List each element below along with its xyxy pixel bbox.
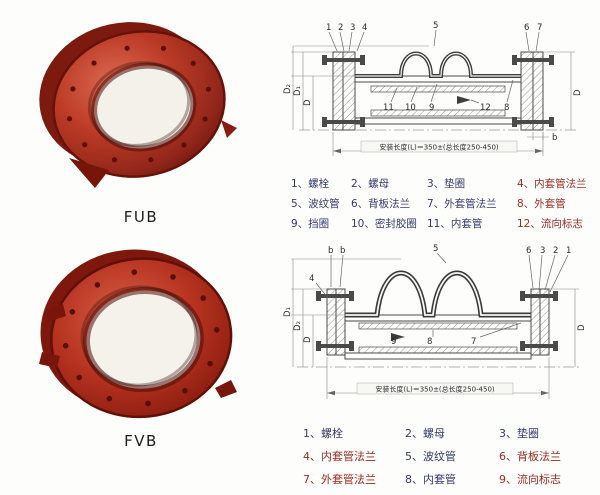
product-label-fub: FUB bbox=[123, 208, 159, 226]
legend-item: 1、螺栓 bbox=[291, 178, 330, 190]
callout-leaders bbox=[315, 252, 569, 339]
fvb-flange-lug bbox=[44, 304, 66, 322]
install-note: 安装长度(L)＝350±(总长度250-450) bbox=[379, 143, 499, 152]
bellows bbox=[355, 51, 521, 78]
callout-number: 3 bbox=[540, 246, 545, 256]
legend-item: 4、内套管法兰 bbox=[517, 178, 587, 190]
dim-label: D bbox=[573, 89, 583, 96]
fvb-ring bbox=[40, 249, 232, 419]
outer-sleeve bbox=[354, 75, 522, 125]
legend-item: 3、垫圈 bbox=[427, 178, 466, 190]
callout-number: 4 bbox=[309, 274, 314, 284]
legend-item: 10、密封胶圈 bbox=[351, 218, 417, 230]
dim-label: D₁ bbox=[293, 86, 303, 96]
legend-item: 4、内套管法兰 bbox=[303, 450, 376, 463]
legend-item: 11、内套管 bbox=[427, 218, 483, 230]
callout-number: 12 bbox=[480, 103, 491, 113]
dim-label: D₁ bbox=[283, 307, 293, 317]
callout-number: 6 bbox=[526, 246, 531, 256]
fub-flange-lug bbox=[68, 158, 109, 188]
callout-number: 8 bbox=[427, 337, 432, 347]
dim-label: b bbox=[552, 133, 557, 143]
product-figure-fvb: FVB bbox=[12, 246, 270, 450]
inner-sleeve bbox=[358, 322, 518, 330]
fub-photo bbox=[38, 22, 237, 188]
callout-number: 8 bbox=[504, 103, 509, 113]
legend-item: 6、背板法兰 bbox=[499, 450, 561, 463]
fub-bolt-holes bbox=[66, 45, 211, 163]
callout-number: 2 bbox=[553, 246, 558, 256]
fub-section-diagram: 1 2 3 4 5 6 7 8 9 10 11 12 D₂ D₁ D D b 安… bbox=[283, 21, 583, 156]
dim-label: D₂ bbox=[283, 84, 293, 94]
callout-number: 3 bbox=[350, 23, 355, 33]
legend-item: 5、波纹管 bbox=[405, 450, 456, 463]
fvb-bolt-holes bbox=[62, 269, 220, 407]
left-flange bbox=[316, 288, 354, 356]
drawings-column: 1 2 3 4 5 6 7 8 9 10 11 12 D₂ D₁ D D b 安… bbox=[283, 18, 597, 495]
callout-number: 1 bbox=[566, 246, 571, 256]
dim-label: D bbox=[303, 99, 313, 106]
legend-fvb: 1、螺栓 2、螺母 3、垫圈 4、内套管法兰 5、波纹管 6、背板法兰 7、外套… bbox=[303, 425, 597, 487]
install-note: 安装长度(L)＝350±(总长度250-450) bbox=[375, 385, 495, 394]
fub-ring bbox=[38, 22, 226, 178]
legend-item: 3、垫圈 bbox=[499, 427, 539, 440]
callout-number: 7 bbox=[471, 337, 476, 347]
callout-number: 7 bbox=[537, 23, 542, 33]
product-label-fvb: FVB bbox=[124, 432, 158, 450]
fvb-flange-lug bbox=[38, 352, 60, 368]
callout-number: 5 bbox=[433, 21, 438, 31]
dim-label: D bbox=[303, 336, 313, 343]
legend-item: 12、流向标志 bbox=[517, 218, 583, 230]
legend-item: 1、螺栓 bbox=[303, 427, 343, 440]
callout-number: 11 bbox=[383, 103, 394, 113]
callout-number: 9 bbox=[429, 103, 434, 113]
legend-item: 2、螺母 bbox=[405, 427, 445, 440]
legend-item: 8、内套管 bbox=[405, 473, 456, 486]
right-flange bbox=[520, 288, 558, 356]
callout-number: 4 bbox=[362, 23, 367, 33]
right-flange bbox=[512, 51, 554, 131]
fub-flange-lug bbox=[220, 120, 237, 138]
legend-item: 5、波纹管 bbox=[291, 198, 340, 210]
inner-sleeve bbox=[370, 85, 506, 93]
left-flange bbox=[322, 51, 365, 131]
fvb-photo bbox=[38, 249, 237, 419]
callout-number: 10 bbox=[405, 103, 416, 113]
legend-item: 6、背板法兰 bbox=[351, 198, 411, 210]
legend-item: 9、挡圈 bbox=[291, 218, 330, 230]
flow-arrow-icon bbox=[391, 333, 405, 341]
product-photos-column: FUB bbox=[12, 12, 270, 470]
callout-number: 2 bbox=[338, 23, 343, 33]
dim-label: b bbox=[328, 246, 333, 256]
legend-item: 7、外套管法兰 bbox=[427, 198, 497, 210]
fvb-flange-lug bbox=[214, 380, 237, 398]
flow-arrow-icon bbox=[457, 96, 471, 104]
callout-leaders bbox=[328, 29, 540, 104]
legend-item: 2、螺母 bbox=[351, 178, 390, 190]
legend-fub: 1、螺栓 2、螺母 3、垫圈 4、内套管法兰 5、波纹管 6、背板法兰 7、外套… bbox=[291, 176, 597, 231]
dim-label: b bbox=[340, 246, 345, 256]
callout-number: 1 bbox=[326, 23, 331, 33]
legend-item: 8、外套管 bbox=[517, 198, 566, 210]
dim-label: D bbox=[577, 324, 587, 331]
fvb-section-diagram: b b 5 6 3 2 1 4 9 8 7 D₁ D₂ D D 安装长度(L)＝… bbox=[283, 244, 587, 399]
callout-number: 9 bbox=[391, 337, 396, 347]
legend-item: 7、外套管法兰 bbox=[303, 473, 376, 486]
product-figure-fub: FUB bbox=[12, 12, 270, 226]
callout-number: 5 bbox=[433, 244, 438, 254]
dim-label: D₂ bbox=[293, 321, 303, 331]
callout-number: 6 bbox=[524, 23, 529, 33]
legend-item: 9、流向标志 bbox=[499, 473, 561, 486]
